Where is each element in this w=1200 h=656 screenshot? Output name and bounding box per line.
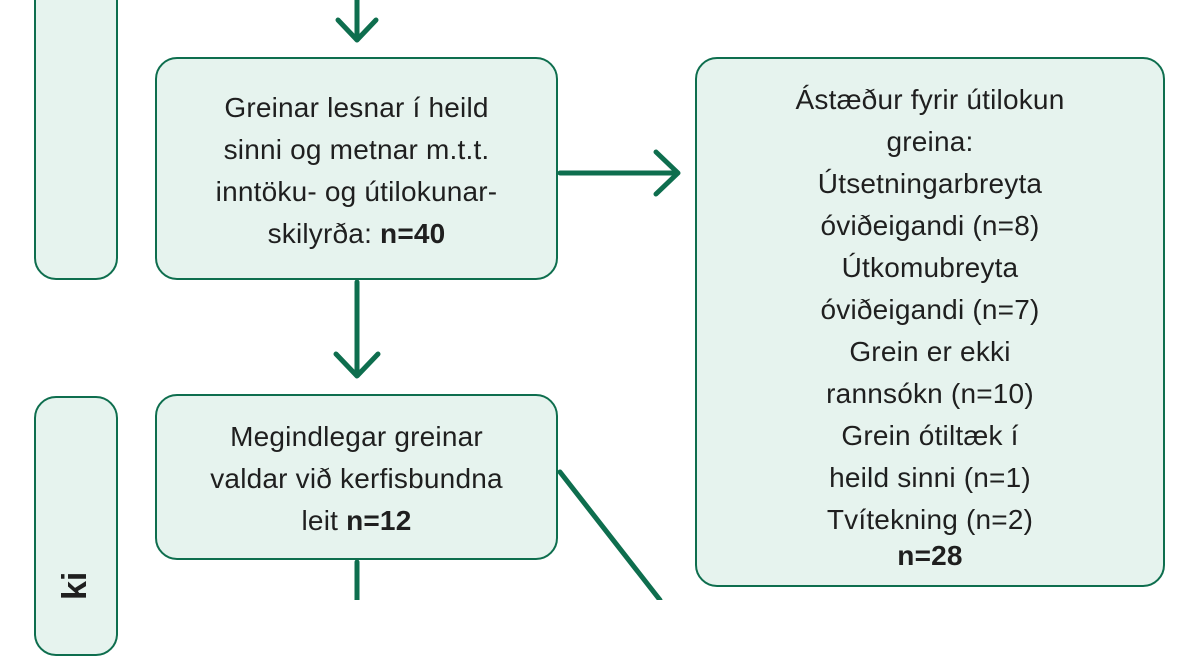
included-line-1: Megindlegar greinar xyxy=(230,421,483,452)
full-text-line-4: skilyrða: xyxy=(267,218,381,249)
exclusion-line-11: Tvítekning (n=2) xyxy=(826,504,1034,535)
diagonal-connector xyxy=(557,469,663,600)
side-bar-top xyxy=(34,0,118,280)
full-text-line-1: Greinar lesnar í heild xyxy=(224,92,489,123)
arrow-into-full-text-head xyxy=(335,17,379,43)
exclusion-line-10: heild sinni (n=1) xyxy=(829,462,1031,493)
exclusion-total: n=28 xyxy=(897,540,963,571)
exclusion-line-5: Útkomubreyta xyxy=(841,252,1019,283)
exclusion-line-6: óviðeigandi (n=7) xyxy=(820,294,1040,325)
full-text-count: n=40 xyxy=(380,218,446,249)
included-count: n=12 xyxy=(346,505,412,536)
arrow-to-exclusions-head xyxy=(653,149,681,197)
exclusion-line-8: rannsókn (n=10) xyxy=(826,378,1034,409)
full-text-assessment-box: Greinar lesnar í heild sinni og metnar m… xyxy=(155,57,558,280)
included-line-3: leit xyxy=(301,505,347,536)
exclusion-line-9: Grein ótiltæk í xyxy=(841,420,1019,451)
connector-arrows xyxy=(333,0,681,600)
included-line-2: valdar við kerfisbundna xyxy=(210,463,503,494)
exclusion-line-2: greina: xyxy=(886,126,974,157)
full-text-line-2: sinni og metnar m.t.t. xyxy=(223,134,490,165)
arrow-full-to-included-head xyxy=(333,351,381,379)
exclusion-line-7: Grein er ekki xyxy=(849,336,1011,367)
included-studies-box: Megindlegar greinar valdar við kerfisbun… xyxy=(155,394,558,560)
exclusion-line-4: óviðeigandi (n=8) xyxy=(820,210,1040,241)
exclusion-line-1: Ástæður fyrir útilokun xyxy=(795,84,1065,115)
exclusion-line-3: Útsetningarbreyta xyxy=(817,168,1043,199)
full-text-line-3: inntöku- og útilokunar- xyxy=(215,176,498,207)
exclusion-reasons-box: Ástæður fyrir útilokun greina: Útsetning… xyxy=(695,57,1165,587)
